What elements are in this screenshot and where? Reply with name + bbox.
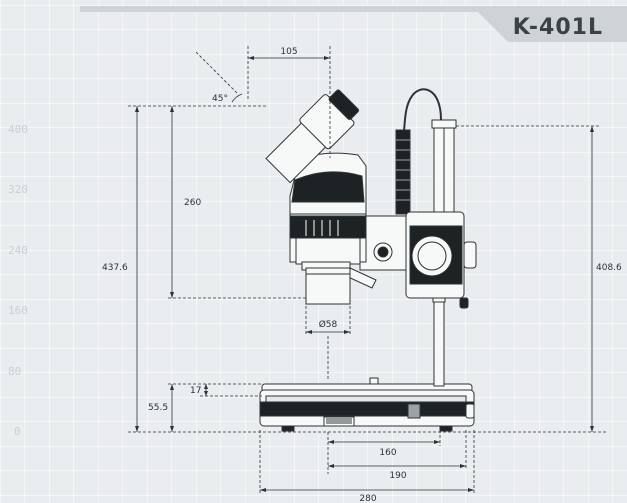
dimension-arrows	[135, 56, 594, 492]
dim-total-height: 437.6	[102, 263, 128, 273]
scale-label-160: 160	[8, 304, 28, 317]
dimension-labels: 105 45° 260 437.6 408.6 Ø58 17 55.5 160 …	[102, 47, 622, 503]
scale-label-0: 0	[14, 425, 21, 438]
dimension-lines	[128, 46, 608, 494]
scale-label-240: 240	[8, 244, 28, 257]
dim-eyepiece-offset: 105	[280, 47, 297, 57]
title-banner: K-401L	[80, 6, 627, 42]
microscope-head	[289, 152, 367, 271]
microscope	[259, 88, 477, 432]
objective	[305, 267, 351, 305]
dim-depth-base: 190	[389, 471, 406, 481]
dim-eyepiece-height: 260	[184, 198, 201, 208]
led-cable	[395, 88, 442, 215]
focus-block	[345, 211, 477, 299]
dim-eyepiece-angle: 45°	[212, 94, 228, 104]
dim-depth-pillar: 160	[379, 448, 396, 458]
height-scale: 400 320 240 160 80 0	[8, 123, 28, 438]
dim-base-height-small: 17	[190, 386, 201, 396]
scale-label-80: 80	[8, 365, 21, 378]
scale-label-320: 320	[8, 183, 28, 196]
pillar	[431, 119, 469, 387]
dim-base-height: 55.5	[148, 403, 168, 413]
scale-label-400: 400	[8, 123, 28, 136]
dim-width-total: 280	[359, 494, 376, 503]
base	[259, 377, 475, 432]
dim-objective-diameter: Ø58	[319, 319, 338, 330]
eyepiece	[265, 89, 360, 184]
model-title: K-401L	[513, 15, 603, 40]
dim-pillar-height: 408.6	[596, 263, 622, 273]
